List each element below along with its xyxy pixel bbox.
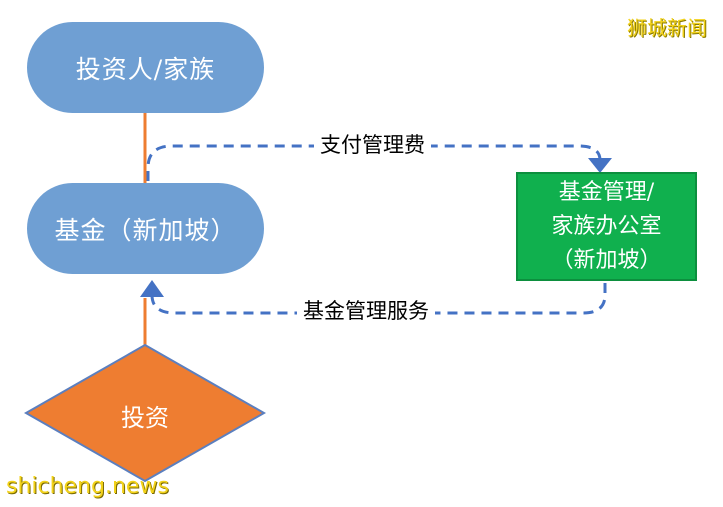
watermark-top-right: 狮城新闻 [627, 16, 707, 40]
management-service-label: 基金管理服务 [297, 297, 435, 325]
arrow-head-icon [588, 158, 612, 173]
fund-node: 基金（新加坡） [27, 183, 264, 274]
investment-diamond [23, 343, 267, 483]
investor-node: 投资人/家族 [27, 22, 264, 113]
manager-label-line-1: 基金管理/ [558, 179, 655, 205]
manager-label-line-3: （新加坡） [551, 247, 662, 273]
pay-fee-label: 支付管理费 [314, 131, 431, 159]
arrow-management-service [150, 283, 607, 315]
arrow-pay-fee [146, 144, 602, 181]
arrow-head-icon [140, 280, 164, 297]
investment-label: 投资 [121, 403, 169, 432]
investor-label: 投资人/家族 [75, 54, 216, 84]
manager-label-line-2: 家族办公室 [551, 213, 662, 239]
fund-label: 基金（新加坡） [54, 215, 237, 245]
manager-node: 基金管理/ 家族办公室 （新加坡） [516, 172, 697, 281]
watermark-bottom-left: shicheng.news [6, 474, 169, 499]
